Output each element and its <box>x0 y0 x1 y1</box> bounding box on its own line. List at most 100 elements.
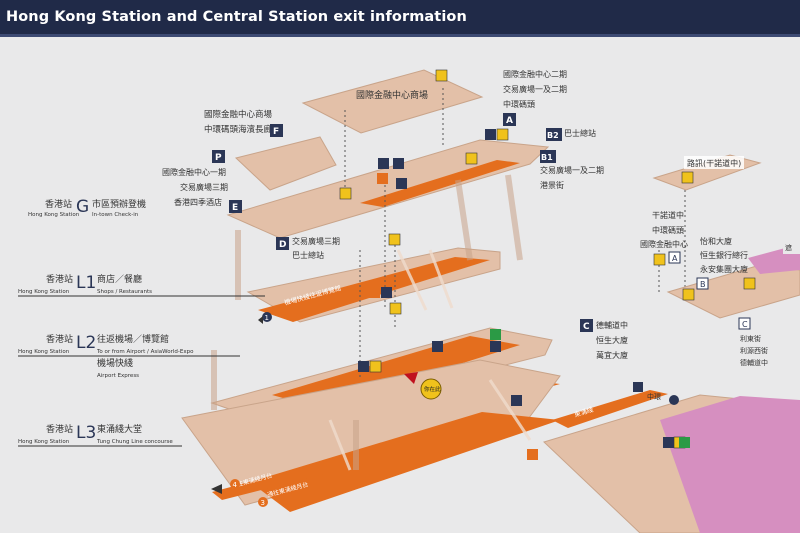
arrow-left-icon <box>258 316 263 324</box>
direction-4-icon <box>230 479 240 489</box>
shop-icon <box>743 277 756 290</box>
exit-d-letter: D <box>279 240 286 250</box>
ontai-label: 永安集團大廈 <box>700 264 748 274</box>
level-l3-orange-concourse <box>250 412 560 512</box>
lift-icon <box>369 360 382 373</box>
level-g-platform <box>226 139 550 239</box>
right-side-text-3: 德輔道中 <box>740 358 768 367</box>
right-side-text-1: 利東街 <box>740 334 761 343</box>
exit-c-right-badge <box>738 317 751 330</box>
exit-a-right-letter: A <box>672 254 678 263</box>
floor-l3-station-cjk: 香港站 <box>46 423 73 435</box>
right-upper-label: 路訊(干諾道中) <box>687 158 741 168</box>
exit-b-right-letter: B <box>700 280 706 289</box>
wifi-icon <box>527 449 538 460</box>
ifc2-label: 國際金融中心 <box>640 239 688 249</box>
info-icon <box>663 437 674 448</box>
floor-l1-cjk: 商店／餐廳 <box>97 273 142 285</box>
exit-c-text-3: 萬宜大廈 <box>596 350 628 360</box>
floor-l3-en: Tung Chung Line concourse <box>96 439 173 445</box>
floor-l2-station-cjk: 香港站 <box>46 333 73 345</box>
exit-b2-letter: B2 <box>547 131 559 140</box>
floor-l1-code: L1 <box>76 273 96 293</box>
arrow-left-icon <box>211 484 222 494</box>
escalator-paths <box>328 249 532 471</box>
floor-l2-en: To or from Airport / AsiaWorld-Expo <box>96 349 194 355</box>
shop-icon <box>465 152 478 165</box>
right-upper-label-box <box>684 156 744 169</box>
exit-e-text-2: 交易廣場三期 <box>180 182 228 192</box>
exit-b1-letter: B1 <box>541 153 553 162</box>
floor-l2-code: L2 <box>76 333 96 353</box>
exit-f-badge <box>270 124 283 137</box>
floor-l2-station-en: Hong Kong Station <box>18 349 70 355</box>
floor-l3-cjk: 東涌綫大堂 <box>97 423 142 435</box>
level-g-orange-walkway <box>360 160 520 207</box>
you-are-here-arrow <box>404 372 418 384</box>
vertical-connectors <box>211 174 523 470</box>
direction-3-number: 3 <box>261 499 265 507</box>
right-side-text-2: 利源西街 <box>740 346 768 355</box>
direction-markers: 1 4 3 <box>211 312 272 507</box>
central-station-icon <box>633 382 643 392</box>
shop-icon <box>389 302 402 315</box>
exit-a-badge <box>503 113 516 126</box>
floor-g-en: In-town Check-in <box>92 212 139 218</box>
exit-d-badge <box>276 237 289 250</box>
escalator-arrow-icon <box>669 395 679 405</box>
direction-1-icon <box>262 312 272 322</box>
exit-e-text-3: 香港四季酒店 <box>174 197 222 207</box>
floor-l3-code: L3 <box>76 423 96 443</box>
right-edge-partial-label <box>783 240 800 254</box>
lift-icon <box>485 129 496 140</box>
accessible-icon <box>432 341 443 352</box>
facility-icons <box>339 69 756 460</box>
hengseng-label: 恒生銀行總行 <box>700 250 748 260</box>
floor-g-code: G <box>76 197 89 217</box>
exit-b2-text: 巴士總站 <box>564 128 596 138</box>
you-are-here-label: 你在此 <box>424 385 441 393</box>
exit-b1-text-2: 港景街 <box>540 180 564 190</box>
exit-p-letter: P <box>215 153 222 163</box>
shop-icon <box>435 69 448 82</box>
shop-icon <box>682 288 695 301</box>
direction-3-icon <box>258 497 268 507</box>
exit-e-text-1: 國際金融中心一期 <box>162 167 226 177</box>
exit-c-text-1: 德輔道中 <box>596 320 628 330</box>
exit-a-letter: A <box>506 116 513 126</box>
toilet-icon <box>490 329 501 340</box>
shop-icon <box>339 187 352 200</box>
ifc-mall-platform <box>301 69 484 134</box>
direction-1-number: 1 <box>265 314 269 322</box>
ifc-mall-label: 國際金融中心商場 <box>356 89 428 101</box>
accessible-icon <box>381 287 392 298</box>
connaught-road-label: 干諾道中 <box>652 210 684 220</box>
floor-l1-station-cjk: 香港站 <box>46 273 73 285</box>
wifi-icon <box>369 287 380 298</box>
exit-a-text-2: 交易廣場一及二期 <box>503 84 567 94</box>
toilet-icon <box>490 341 501 352</box>
right-edge-text: 遮 <box>785 243 792 252</box>
exit-a-text-1: 國際金融中心二期 <box>503 69 567 79</box>
exit-a-text-3: 中環碼頭 <box>503 99 535 109</box>
exit-f-letter: F <box>273 127 279 137</box>
level-l3-lower-walkway <box>212 452 372 500</box>
header-title: Hong Kong Station and Central Station ex… <box>6 9 467 25</box>
exit-b1-text-1: 交易廣場一及二期 <box>540 165 604 175</box>
dotted-guides <box>344 88 686 380</box>
floor-g-station-en: Hong Kong Station <box>28 212 80 218</box>
toilet-icon <box>679 437 690 448</box>
station-map: 國際金融中心商場 機場快綫往返博覽館 前往東涌綫月台 通往東涌綫月台 <box>18 69 800 533</box>
accessible-icon <box>393 158 404 169</box>
header-bar: Hong Kong Station and Central Station ex… <box>0 0 800 34</box>
exit-b2-badge <box>546 128 562 141</box>
central-pier-label: 中環碼頭 <box>652 225 684 235</box>
exit-c-badge <box>580 319 593 332</box>
lift-icon <box>496 128 509 141</box>
lift-icon <box>378 158 389 169</box>
floor-l1-en: Shops / Restaurants <box>97 289 152 295</box>
floor-g-station-cjk: 香港站 <box>45 198 72 210</box>
jardine-label: 怡和大廈 <box>700 236 732 246</box>
level-g-left-wing <box>234 136 337 191</box>
exit-p-badge <box>212 150 225 163</box>
